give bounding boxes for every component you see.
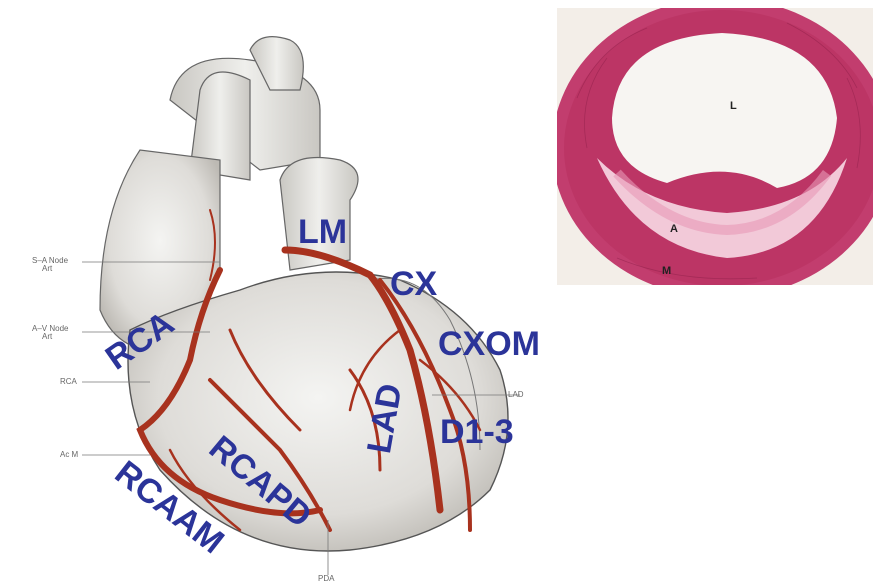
- lad-small-label: LAD: [508, 391, 524, 399]
- artery-cross-section-image: [557, 8, 873, 285]
- sa-node-label: S–A Node Art: [32, 257, 68, 274]
- rca-small-label: RCA: [60, 378, 77, 386]
- av-node-label: A–V Node Art: [32, 325, 68, 342]
- ac-m-small-label: Ac M: [60, 451, 78, 459]
- lm-label: LM: [298, 215, 347, 249]
- media-label: M: [662, 265, 671, 277]
- cx-label: CX: [390, 267, 437, 301]
- lumen-label: L: [730, 100, 737, 112]
- pda-small-label: PDA: [318, 575, 334, 583]
- av-node-label-line2: Art: [32, 333, 68, 341]
- heart-diagram: S–A Node Art A–V Node Art RCA Ac M LAD P…: [20, 30, 540, 587]
- histology-cross-section: L A M: [557, 8, 873, 285]
- atheroma-label: A: [670, 223, 678, 235]
- cxom-label: CXOM: [438, 327, 540, 361]
- d1-3-label: D1-3: [440, 415, 514, 449]
- sa-node-label-line2: Art: [32, 265, 68, 273]
